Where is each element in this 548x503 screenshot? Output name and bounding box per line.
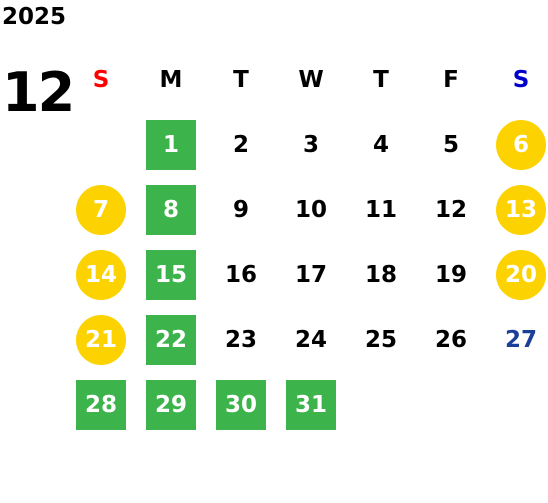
weekday-wednesday: W bbox=[298, 67, 324, 93]
day-cell: 7 bbox=[66, 177, 136, 242]
day-number[interactable]: 29 bbox=[146, 379, 196, 430]
day-number[interactable]: 22 bbox=[146, 314, 196, 365]
day-cell: 30 bbox=[206, 372, 276, 437]
day-cell: 24 bbox=[276, 307, 346, 372]
day-cell: 6 bbox=[486, 112, 548, 177]
day-cell: 20 bbox=[486, 242, 548, 307]
day-number[interactable]: 5 bbox=[442, 131, 459, 158]
day-number[interactable]: 17 bbox=[294, 261, 327, 288]
day-number[interactable]: 16 bbox=[224, 261, 257, 288]
day-number[interactable]: 2 bbox=[232, 131, 249, 158]
day-cell: 1 bbox=[136, 112, 206, 177]
day-cell: 25 bbox=[346, 307, 416, 372]
day-number[interactable]: 26 bbox=[434, 326, 467, 353]
day-cell: 23 bbox=[206, 307, 276, 372]
day-number[interactable]: 9 bbox=[232, 196, 249, 223]
day-cell: 31 bbox=[276, 372, 346, 437]
day-cell: 18 bbox=[346, 242, 416, 307]
empty-day bbox=[496, 380, 546, 430]
weekday-friday: F bbox=[443, 67, 459, 93]
year-label: 2025 bbox=[2, 4, 67, 30]
weekday-header: S M T W T F S bbox=[66, 48, 548, 112]
week-row: 14 15 16 17 18 19 20 bbox=[66, 242, 548, 307]
day-cell bbox=[66, 112, 136, 177]
day-cell bbox=[346, 372, 416, 437]
day-number[interactable]: 12 bbox=[434, 196, 467, 223]
day-cell: 14 bbox=[66, 242, 136, 307]
day-cell: 5 bbox=[416, 112, 486, 177]
day-number[interactable]: 14 bbox=[76, 249, 126, 300]
day-cell: 12 bbox=[416, 177, 486, 242]
empty-day bbox=[426, 380, 476, 430]
day-cell: 21 bbox=[66, 307, 136, 372]
day-cell: 19 bbox=[416, 242, 486, 307]
day-number[interactable]: 6 bbox=[496, 119, 546, 170]
day-number[interactable]: 4 bbox=[372, 131, 389, 158]
day-cell: 29 bbox=[136, 372, 206, 437]
weekday-monday: M bbox=[159, 67, 183, 93]
day-cell: 28 bbox=[66, 372, 136, 437]
day-cell: 15 bbox=[136, 242, 206, 307]
day-number[interactable]: 31 bbox=[286, 379, 336, 430]
day-number[interactable]: 25 bbox=[364, 326, 397, 353]
day-number[interactable]: 13 bbox=[496, 184, 546, 235]
day-number[interactable]: 8 bbox=[146, 184, 196, 235]
day-number[interactable]: 30 bbox=[216, 379, 266, 430]
day-number[interactable]: 21 bbox=[76, 314, 126, 365]
day-number[interactable]: 23 bbox=[224, 326, 257, 353]
day-number[interactable]: 1 bbox=[146, 119, 196, 170]
week-row: 21 22 23 24 25 26 27 bbox=[66, 307, 548, 372]
weekday-sunday: S bbox=[92, 67, 110, 93]
day-cell bbox=[486, 372, 548, 437]
day-cell: 16 bbox=[206, 242, 276, 307]
day-number[interactable]: 20 bbox=[496, 249, 546, 300]
day-cell: 17 bbox=[276, 242, 346, 307]
day-number[interactable]: 24 bbox=[294, 326, 327, 353]
day-cell: 3 bbox=[276, 112, 346, 177]
week-row: 1 2 3 4 5 6 bbox=[66, 112, 548, 177]
day-cell: 2 bbox=[206, 112, 276, 177]
day-number[interactable]: 28 bbox=[76, 379, 126, 430]
empty-day bbox=[356, 380, 406, 430]
day-number[interactable]: 18 bbox=[364, 261, 397, 288]
day-number[interactable]: 7 bbox=[76, 184, 126, 235]
month-number: 12 bbox=[2, 61, 75, 124]
day-cell: 27 bbox=[486, 307, 548, 372]
day-cell: 9 bbox=[206, 177, 276, 242]
weekday-thursday: T bbox=[373, 67, 389, 93]
weekday-tuesday: T bbox=[233, 67, 249, 93]
week-row: 28 29 30 31 bbox=[66, 372, 548, 437]
day-number[interactable]: 19 bbox=[434, 261, 467, 288]
day-number[interactable]: 11 bbox=[364, 196, 397, 223]
day-number[interactable]: 10 bbox=[294, 196, 327, 223]
day-cell: 26 bbox=[416, 307, 486, 372]
empty-day bbox=[76, 120, 126, 170]
day-number[interactable]: 15 bbox=[146, 249, 196, 300]
day-cell: 13 bbox=[486, 177, 548, 242]
day-number[interactable]: 27 bbox=[504, 326, 537, 353]
day-cell bbox=[416, 372, 486, 437]
day-cell: 10 bbox=[276, 177, 346, 242]
day-cell: 22 bbox=[136, 307, 206, 372]
day-cell: 11 bbox=[346, 177, 416, 242]
weekday-saturday: S bbox=[512, 67, 530, 93]
day-number[interactable]: 3 bbox=[302, 131, 319, 158]
day-cell: 4 bbox=[346, 112, 416, 177]
day-cell: 8 bbox=[136, 177, 206, 242]
